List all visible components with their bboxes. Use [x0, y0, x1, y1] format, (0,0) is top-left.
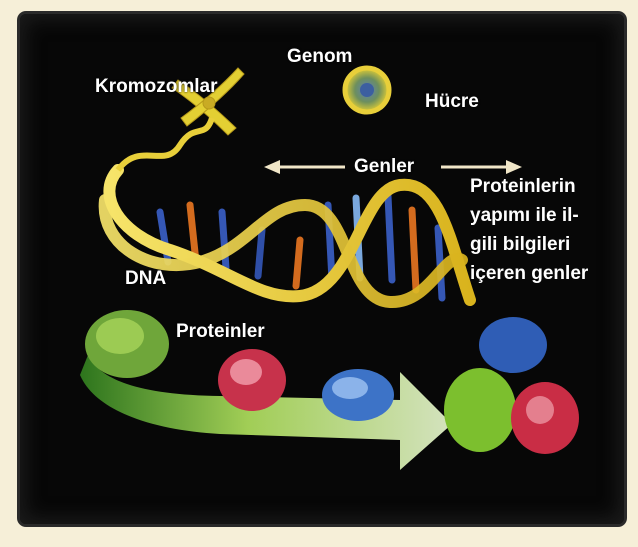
cell-icon [345, 68, 389, 112]
label-dna: DNA [125, 268, 166, 290]
genes-description-line-3: gili bilgileri [470, 230, 588, 259]
genes-description-line-1: Proteinlerin [470, 172, 588, 201]
genes-description-line-4: içeren genler [470, 259, 588, 288]
label-kromozomlar: Kromozomlar [95, 76, 217, 98]
genes-description-line-2: yapımı ile il- [470, 201, 588, 230]
label-genler: Genler [354, 156, 414, 178]
genes-description: Proteinlerin yapımı ile il- gili bilgile… [470, 172, 588, 288]
label-proteinler: Proteinler [176, 321, 265, 343]
label-hucre: Hücre [425, 91, 479, 113]
label-genom: Genom [287, 46, 352, 68]
